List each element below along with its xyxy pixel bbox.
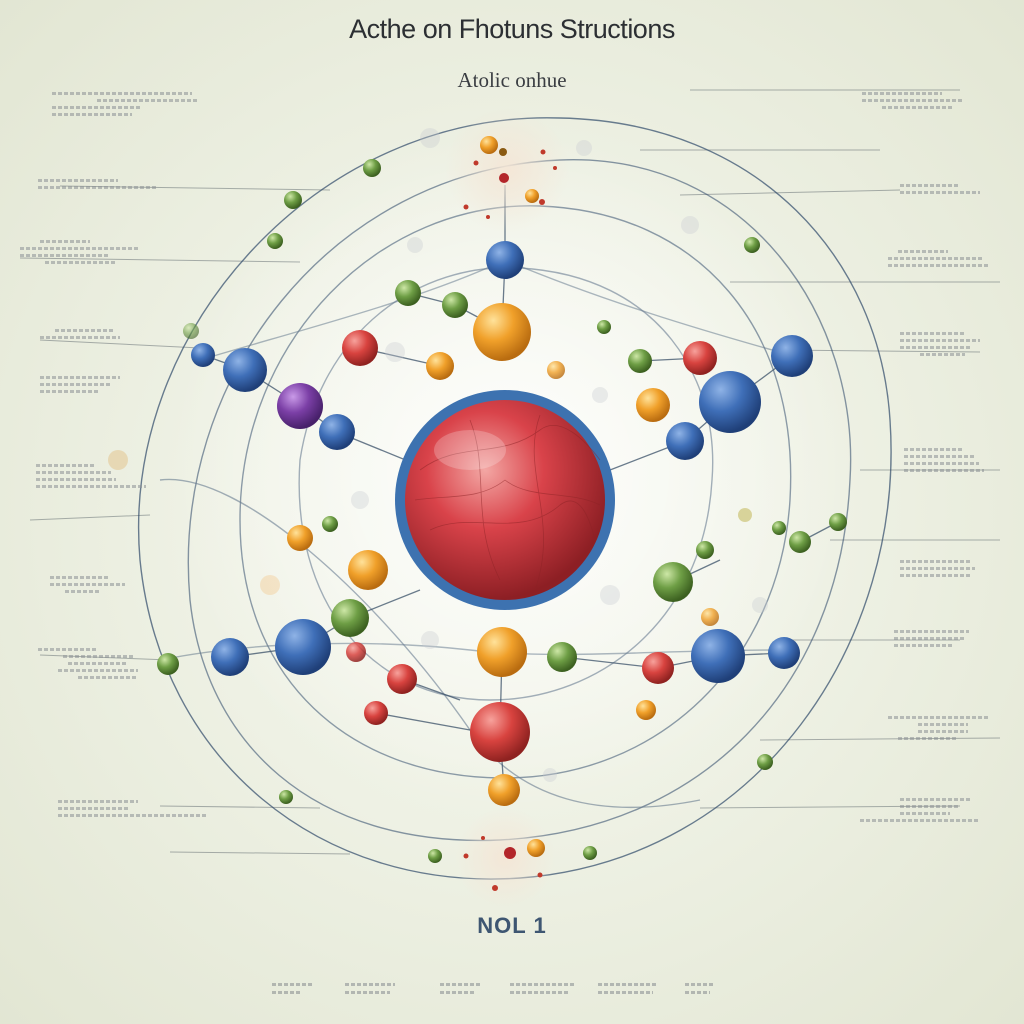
annotation-block-right-1 (862, 88, 982, 113)
diagram-footer-label: NOL 1 (477, 913, 547, 938)
diagram-subtitle: Atolic onhue (457, 68, 567, 92)
diagram-title: Acthe on Fhotuns Structions (349, 14, 675, 44)
legend-column-2 (345, 978, 415, 999)
bottom-particle-cluster (455, 808, 555, 908)
bottom-legend (240, 978, 720, 1014)
annotation-block-left-1 (52, 88, 202, 120)
annotation-block-left-7 (50, 572, 150, 597)
legend-column-1 (272, 978, 342, 999)
annotation-block-left-3 (20, 236, 150, 268)
particle-icon (157, 159, 847, 863)
faint-particles (108, 128, 768, 782)
legend-column-6 (685, 978, 755, 999)
annotation-block-right-2 (900, 180, 1000, 198)
legend-column-3 (440, 978, 510, 999)
leader-lines-left (19, 185, 351, 855)
annotation-block-right-8 (888, 712, 998, 744)
orbit-rings (137, 117, 892, 880)
annotation-block-left-6 (36, 460, 156, 492)
annotation-block-right-5 (904, 444, 1000, 476)
legend-column-4 (510, 978, 580, 999)
annotation-block-left-4 (40, 325, 150, 343)
annotation-block-left-2 (38, 175, 168, 193)
annotation-block-right-9 (860, 794, 990, 826)
annotation-block-right-7 (894, 626, 1004, 651)
annotation-block-right-4 (900, 328, 1000, 360)
annotation-block-left-5 (40, 372, 150, 397)
nucleus-icon (395, 390, 615, 610)
annotation-block-right-6 (900, 556, 1000, 581)
annotation-block-left-8 (38, 644, 148, 683)
top-particle-cluster (445, 108, 569, 232)
annotation-block-right-3 (888, 246, 1000, 271)
annotation-block-left-9 (58, 796, 218, 821)
legend-column-5 (598, 978, 668, 999)
